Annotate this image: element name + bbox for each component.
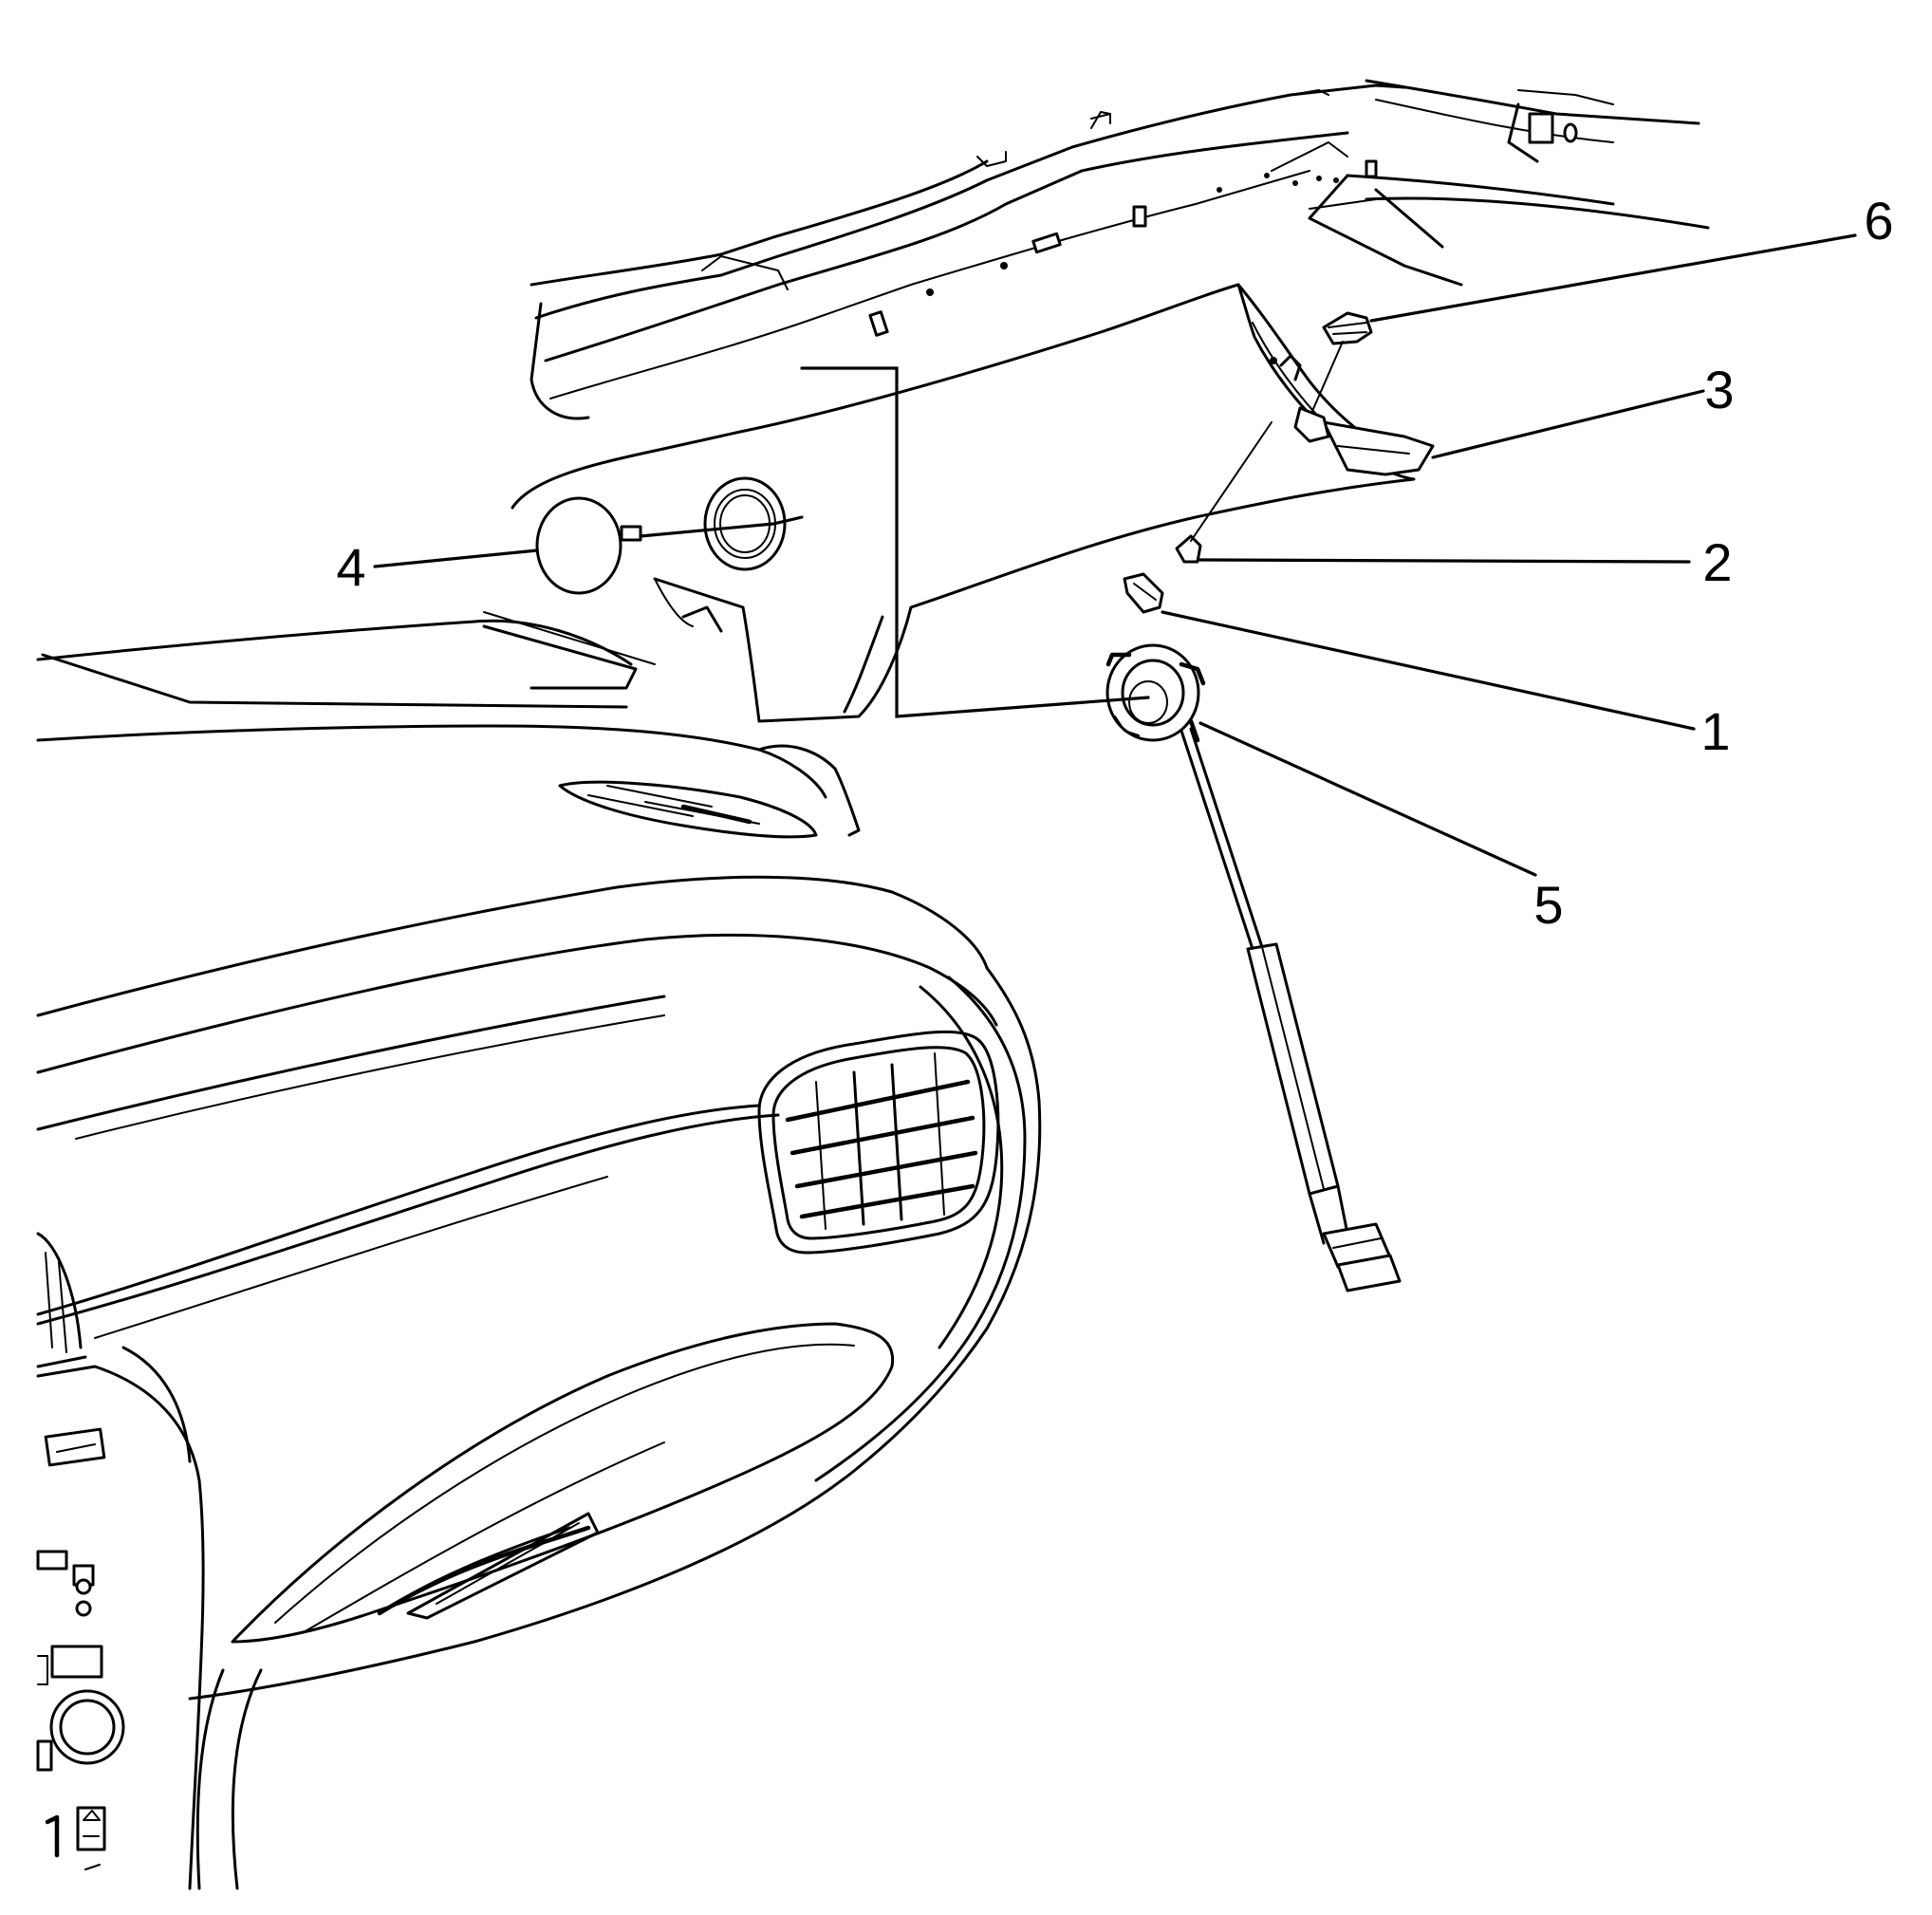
instrument-panel-body bbox=[36, 875, 1042, 1890]
leader-line-1 bbox=[1161, 610, 1696, 731]
callout-1: 1 bbox=[1700, 701, 1730, 761]
leader-line-grille bbox=[639, 515, 804, 538]
component-6-clip bbox=[1309, 311, 1373, 418]
side-air-outlet bbox=[757, 1030, 1000, 1255]
a-pillar-trim-panel bbox=[511, 283, 1416, 723]
leader-line-2 bbox=[1198, 558, 1691, 564]
leader-line-sensor-bracket bbox=[800, 366, 1150, 718]
component-2-clip bbox=[1175, 421, 1273, 564]
leader-lines bbox=[373, 233, 1857, 877]
center-stack-fragment bbox=[36, 1232, 125, 1870]
leader-line-3 bbox=[1431, 389, 1705, 459]
upper-dash-surface bbox=[36, 605, 861, 837]
windshield-frame-assembly bbox=[529, 79, 1710, 420]
callout-4: 4 bbox=[336, 537, 365, 597]
leader-line-6 bbox=[1369, 233, 1857, 323]
callouts: 6 3 2 1 5 4 bbox=[336, 191, 1893, 935]
component-3-bracket bbox=[1293, 406, 1435, 476]
callout-3: 3 bbox=[1704, 360, 1734, 419]
component-1-clip bbox=[1123, 572, 1164, 614]
upper-side-vent bbox=[558, 780, 818, 839]
callout-5: 5 bbox=[1533, 875, 1563, 935]
component-4-speaker-grille bbox=[535, 496, 642, 595]
callout-6: 6 bbox=[1864, 191, 1893, 251]
callout-2: 2 bbox=[1702, 532, 1732, 592]
leader-line-5 bbox=[1198, 721, 1537, 877]
leader-line-4 bbox=[373, 548, 539, 568]
component-5-sensor bbox=[1105, 643, 1402, 1292]
